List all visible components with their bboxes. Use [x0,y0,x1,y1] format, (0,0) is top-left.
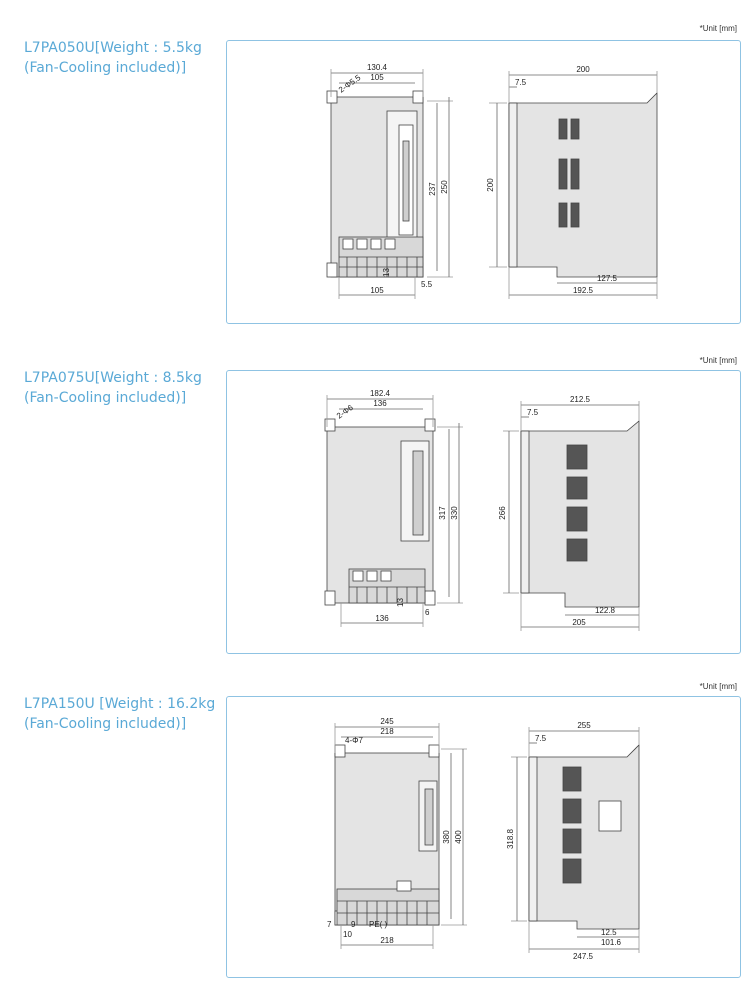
dim-height-overall: 250 [440,180,449,194]
section-l7pa075u: *Unit [mm] L7PA075U[Weight : 8.5kg (Fan-… [0,330,753,660]
model-title: L7PA075U[Weight : 8.5kg (Fan-Cooling inc… [24,368,202,408]
dim-bottom-offset: 13 [396,598,405,607]
dim-bottom-small: 5.5 [421,280,433,289]
dim-width-overall: 182.4 [370,389,391,398]
dim-bottom-small: 6 [425,608,430,617]
dim-side-height: 200 [486,178,495,192]
side-view [503,401,640,631]
dim-bottom-width: 105 [370,286,384,295]
unit-note: *Unit [mm] [699,682,737,691]
dim-hole: 2-Φ5.5 [337,73,363,95]
section-l7pa150u: *Unit [mm] L7PA150U [Weight : 16.2kg (Fa… [0,660,753,1000]
dim-flange: 7.5 [535,734,547,743]
dimension-drawing: 245 218 4-Φ7 380 400 218 7 10 9 PE( ) [327,717,640,961]
dim-bottom-width: 136 [375,614,389,623]
dim-height-overall: 400 [454,830,463,844]
front-view [326,69,453,299]
model-title-line1: L7PA050U[Weight : 5.5kg [24,40,202,56]
dim-depth: 200 [576,65,590,74]
dim-side-height: 266 [498,506,507,520]
model-title-line1: L7PA075U[Weight : 8.5kg [24,370,202,386]
dim-bottom-a: 101.6 [601,938,622,947]
dim-bottom-b: 247.5 [573,952,594,961]
unit-note: *Unit [mm] [699,356,737,365]
front-view [324,395,463,627]
dim-hole: 4-Φ7 [345,736,363,745]
pe-label: PE( ) [369,920,388,929]
dim-width-mount: 136 [373,399,387,408]
dim-bottom-offset-b: 10 [343,930,352,939]
dim-bottom-offset: 13 [382,268,391,277]
dim-height-mount: 380 [442,830,451,844]
model-title-line2: (Fan-Cooling included)] [24,390,187,406]
dim-flange: 7.5 [527,408,539,417]
dimension-drawing: 130.4 105 2-Φ5.5 237 250 105 13 5.5 [326,63,658,299]
dim-width-mount: 218 [380,727,394,736]
dim-bottom-small: 12.5 [601,928,617,937]
section-l7pa050u: *Unit [mm] L7PA050U[Weight : 5.5kg (Fan-… [0,0,753,330]
dim-height-mount: 237 [428,182,437,196]
dim-width-overall: 245 [380,717,394,726]
dim-depth: 212.5 [570,395,591,404]
dim-bottom-b: 205 [572,618,586,627]
dim-depth: 255 [577,721,591,730]
dim-height-overall: 330 [450,506,459,520]
dim-height-mount: 317 [438,506,447,520]
dimension-drawing: 182.4 136 2-Φ6 317 330 136 13 6 [324,389,640,631]
dim-flange: 7.5 [515,78,527,87]
dim-side-height: 318.8 [506,828,515,849]
dim-hole: 2-Φ6 [335,403,355,421]
dim-width-mount: 105 [370,73,384,82]
side-view [489,71,658,299]
dim-bottom-dim: 9 [351,920,356,929]
side-view [511,727,640,953]
dim-bottom-width: 218 [380,936,394,945]
dim-bottom-a: 122.8 [595,606,616,615]
drawing-frame: 130.4 105 2-Φ5.5 237 250 105 13 5.5 [226,40,741,324]
drawing-frame: 245 218 4-Φ7 380 400 218 7 10 9 PE( ) [226,696,741,978]
dim-bottom-a: 127.5 [597,274,618,283]
model-title-line2: (Fan-Cooling included)] [24,716,187,732]
front-view [334,723,467,949]
dim-bottom-b: 192.5 [573,286,594,295]
model-title: L7PA050U[Weight : 5.5kg (Fan-Cooling inc… [24,38,202,78]
dim-width-overall: 130.4 [367,63,388,72]
model-title-line1: L7PA150U [Weight : 16.2kg [24,696,216,712]
dim-bottom-offset-a: 7 [327,920,332,929]
unit-note: *Unit [mm] [699,24,737,33]
model-title: L7PA150U [Weight : 16.2kg (Fan-Cooling i… [24,694,215,734]
drawing-frame: 182.4 136 2-Φ6 317 330 136 13 6 [226,370,741,654]
model-title-line2: (Fan-Cooling included)] [24,60,187,76]
